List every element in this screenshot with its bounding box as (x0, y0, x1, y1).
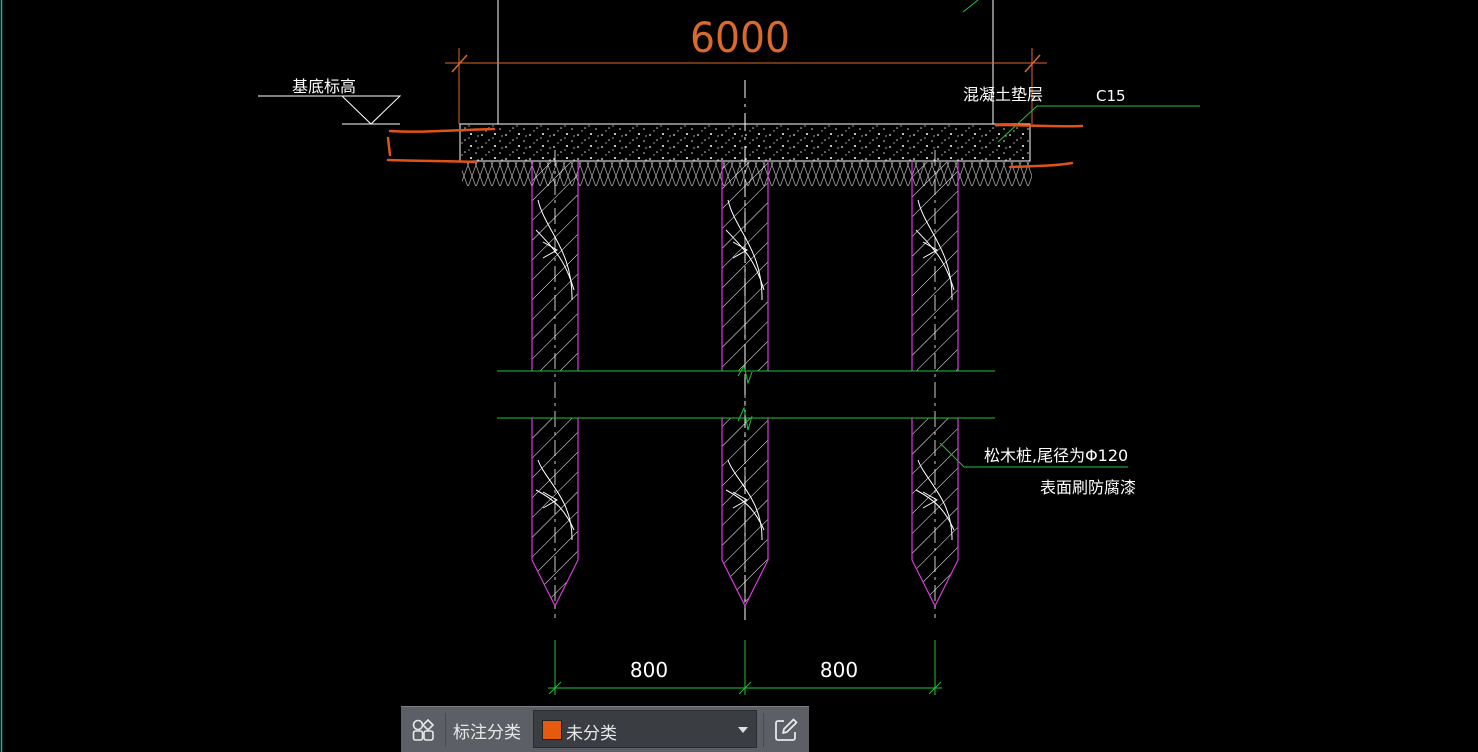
pile-note-leader (939, 442, 965, 468)
overall-dimension: 6000 (445, 13, 1047, 124)
category-label: 标注分类 (453, 723, 521, 743)
annotation-toolbar: 标注分类 未分类 (401, 706, 809, 752)
edit-icon (775, 718, 798, 741)
spacing-dimension (548, 640, 942, 695)
category-color-swatch (542, 720, 562, 740)
elevation-label: 基底标高 (292, 77, 356, 96)
layout-button[interactable] (407, 714, 439, 746)
timber-pile (531, 150, 579, 618)
grid-layout-icon (412, 718, 435, 741)
toolbar-separator (763, 713, 764, 747)
dimension-800-right: 800 (820, 658, 858, 682)
markup-strokes (386, 123, 1084, 169)
timber-pile (911, 150, 959, 618)
pile-note-line2: 表面刷防腐漆 (1040, 478, 1136, 497)
dimension-6000-text: 6000 (690, 13, 790, 62)
concrete-grade-label: C15 (1096, 87, 1126, 105)
pile-group (531, 150, 959, 618)
cushion-label: 混凝土垫层 (963, 85, 1043, 104)
category-select[interactable]: 未分类 (533, 710, 757, 748)
edit-button[interactable] (770, 714, 802, 746)
dimension-800-left: 800 (630, 658, 668, 682)
toolbar-separator (445, 713, 446, 747)
wall-leader (962, 0, 979, 13)
category-select-value: 未分类 (566, 724, 617, 744)
chevron-down-icon (738, 727, 748, 733)
base-elevation-marker: 基底标高 (258, 77, 402, 125)
pile-note-line1: 松木桩,尾径为Φ120 (984, 446, 1128, 465)
break-lines (497, 364, 995, 431)
timber-pile (721, 150, 769, 618)
